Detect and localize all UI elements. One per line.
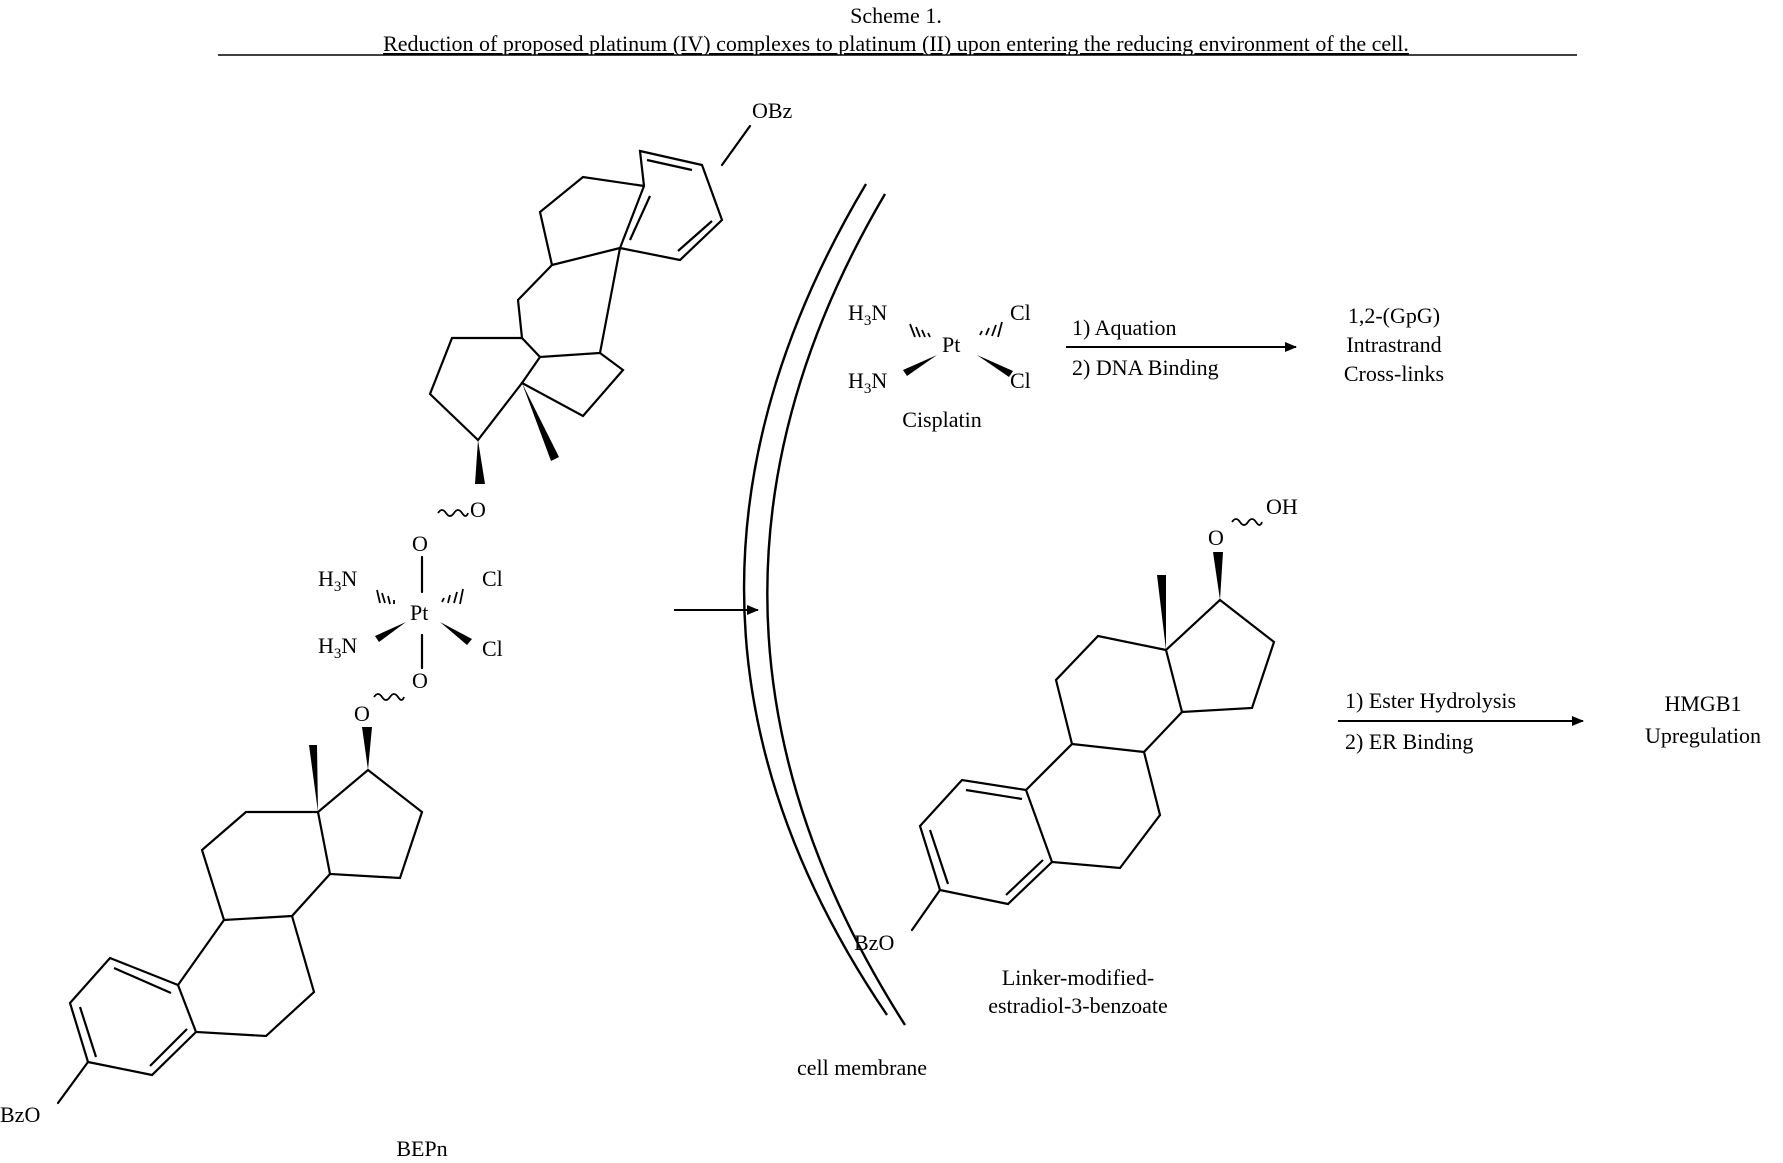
cisplatin-cl-lower: Cl <box>1010 368 1031 393</box>
estradiol-product-line1: HMGB1 <box>1664 691 1741 716</box>
bepn-top-obz: OBz <box>752 98 793 123</box>
cisplatin-name: Cisplatin <box>902 407 981 432</box>
cell-membrane-outer <box>744 184 887 1015</box>
cell-membrane-label: cell membrane <box>797 1055 927 1080</box>
estradiol-name-line1: Linker-modified- <box>1002 965 1154 990</box>
bepn-cl-lower: Cl <box>482 636 503 661</box>
estradiol-linker <box>1232 519 1262 525</box>
bepn-pt: Pt <box>410 600 428 625</box>
bepn-lower-linker <box>374 694 404 700</box>
estradiol-oh: OH <box>1266 494 1298 519</box>
cisplatin-pt: Pt <box>942 332 960 357</box>
bepn-h3n-lower: H3N <box>318 633 357 662</box>
cisplatin-step1: 1) Aquation <box>1072 315 1177 340</box>
bepn-h3n-upper: H3N <box>318 566 357 595</box>
cisplatin-step2: 2) DNA Binding <box>1072 355 1219 380</box>
cisplatin-product-line3: Cross-links <box>1344 361 1444 386</box>
cisplatin-product-line2: Intrastrand <box>1346 332 1441 357</box>
bepn-lower-o: O <box>354 701 370 726</box>
bepn-lower-steroid <box>58 727 422 1103</box>
estradiol-product-line2: Upregulation <box>1645 723 1761 748</box>
bepn-cl-upper: Cl <box>482 566 503 591</box>
scheme-number: Scheme 1. <box>850 3 942 28</box>
bepn-bottom-bzo: BzO <box>0 1102 40 1127</box>
estradiol-step1: 1) Ester Hydrolysis <box>1345 688 1516 713</box>
cisplatin-h3n-lower: H3N <box>848 368 887 397</box>
estradiol-step2: 2) ER Binding <box>1345 729 1473 754</box>
estradiol-structure <box>912 552 1274 930</box>
svg-text:O: O <box>412 531 428 556</box>
svg-text:O: O <box>412 668 428 693</box>
estradiol-bzo: BzO <box>854 930 894 955</box>
bepn-upper-o: O <box>470 497 486 522</box>
estradiol-o: O <box>1208 525 1224 550</box>
bepn-name: BEPn <box>396 1136 447 1161</box>
cisplatin-cl-upper: Cl <box>1010 300 1031 325</box>
bepn-upper-linker <box>438 510 468 516</box>
cisplatin-h3n-upper: H3N <box>848 300 887 329</box>
cisplatin-product-line1: 1,2-(GpG) <box>1348 303 1440 328</box>
bepn-upper-steroid <box>430 126 750 484</box>
estradiol-name-line2: estradiol-3-benzoate <box>988 993 1168 1018</box>
scheme-title: Reduction of proposed platinum (IV) comp… <box>383 31 1409 56</box>
